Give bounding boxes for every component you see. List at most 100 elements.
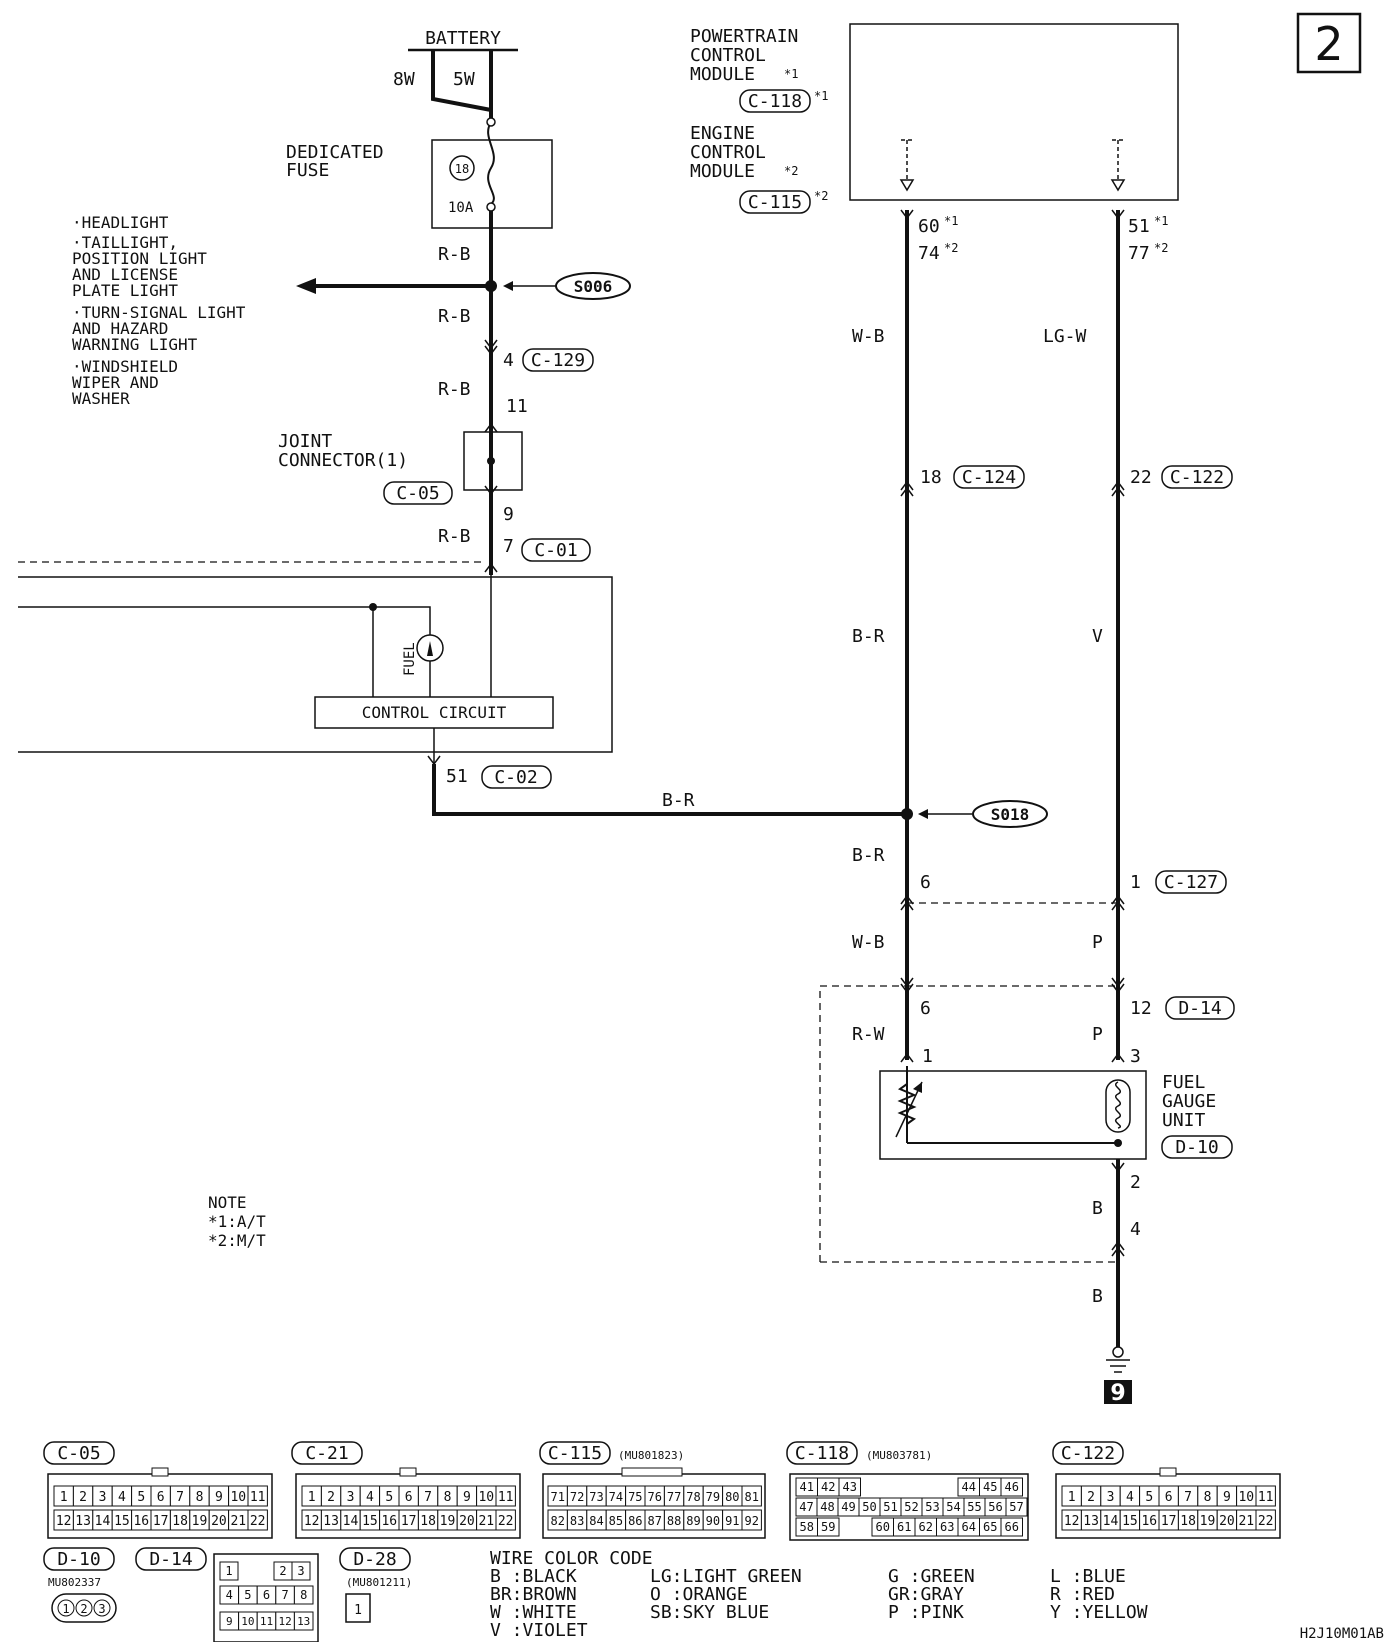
- ecm-conn-mark: *2: [814, 189, 828, 203]
- connector-view-c05-tag-label: C-05: [57, 1443, 100, 1464]
- connector-view-c115-pin-71: 71: [550, 1490, 564, 1504]
- connector-view-c118-pin-56: 56: [988, 1500, 1002, 1514]
- connector-c01-tag: C-01: [521, 538, 591, 562]
- connector-view-c122-pin-9: 9: [1223, 1490, 1231, 1505]
- connector-view-c118-pin-48: 48: [820, 1500, 834, 1514]
- connector-view-c05-pin-9: 9: [215, 1490, 223, 1505]
- wire-color-lgw: LG-W: [1043, 326, 1087, 347]
- wire-color-code: WIRE COLOR CODE B :BLACK BR:BROWN W :WHI…: [490, 1548, 1148, 1641]
- splice-s018-badge: S018: [972, 800, 1048, 828]
- pcm-label-3: MODULE: [690, 64, 755, 85]
- pin-arrow-icon: [1111, 209, 1125, 220]
- connector-view-c115-pin-84: 84: [589, 1514, 603, 1528]
- fuel-gauge-label: FUEL: [402, 642, 418, 676]
- wire-size-5w: 5W: [453, 69, 475, 90]
- splice-s018-dot: [901, 808, 913, 820]
- wire-color-rb-4: R-B: [438, 526, 471, 547]
- pin-arrow-icon: [1111, 1052, 1125, 1063]
- ground-point-badge: [1104, 1380, 1132, 1404]
- pin-22: 22: [1130, 467, 1152, 488]
- connector-view-c118-pin-64: 64: [962, 1520, 976, 1534]
- connector-view-c05-pin-21: 21: [230, 1514, 246, 1529]
- connector-c127-label: C-127: [1164, 872, 1218, 893]
- connector-c124-tag: C-124: [953, 465, 1025, 489]
- connector-view-c21-pin-17: 17: [401, 1514, 417, 1529]
- connector-c129-tag: C-129: [522, 348, 594, 372]
- connector-pin-icon: [1111, 894, 1125, 911]
- mark-1: *1: [944, 214, 958, 228]
- pin-arrow-icon: [484, 562, 498, 573]
- connector-pin-icon: [484, 339, 498, 356]
- connector-view-d14-pin-10: 10: [241, 1615, 254, 1628]
- connector-view-c21-pin-18: 18: [420, 1514, 436, 1529]
- connector-view-c122-pin-17: 17: [1161, 1514, 1177, 1529]
- pin-11: 11: [506, 396, 528, 417]
- connector-view-c122-pin-18: 18: [1180, 1514, 1196, 1529]
- wire-size-8w: 8W: [393, 69, 415, 90]
- connector-view-c05-pin-19: 19: [192, 1514, 208, 1529]
- connector-d10-tag: D-10: [1161, 1135, 1233, 1159]
- wcc-orange: O :ORANGE: [650, 1584, 748, 1605]
- wire-br-meter-to-s018: [432, 764, 908, 816]
- connector-view-c115-pin-83: 83: [570, 1514, 584, 1528]
- pcm-label-2: CONTROL: [690, 45, 766, 66]
- connector-view-d10-tag: [43, 1547, 115, 1571]
- connector-view-c05-pin-13: 13: [75, 1514, 91, 1529]
- connector-view-c05-pin-14: 14: [95, 1514, 111, 1529]
- wire-color-b-2: B: [1092, 1286, 1103, 1307]
- connector-view-c118-pin-59: 59: [821, 1520, 835, 1534]
- connector-view-c118-pin-cell: [1000, 1517, 1023, 1537]
- connector-view-c118-pin-66: 66: [1005, 1520, 1019, 1534]
- connector-view-d14-pin-2: 2: [279, 1564, 286, 1578]
- gauge-unit-label-3: UNIT: [1162, 1110, 1206, 1131]
- connector-view-c115-pin-74: 74: [609, 1490, 623, 1504]
- connector-view-c118-pin-53: 53: [925, 1500, 939, 1514]
- fuse-label-2: FUSE: [286, 160, 329, 181]
- connector-view-c115-pin-87: 87: [647, 1514, 661, 1528]
- joint-connector-node: [487, 457, 495, 465]
- wcc-pink: P :PINK: [888, 1602, 964, 1623]
- pcm-internal-terminal: [1112, 139, 1124, 180]
- connector-view-c05-pin-8: 8: [196, 1490, 204, 1505]
- connector-view-c122-pin-15: 15: [1122, 1514, 1138, 1529]
- mark-1b: *1: [1154, 214, 1168, 228]
- connector-view-d14-tag: [135, 1547, 207, 1571]
- pin-6a: 6: [920, 872, 931, 893]
- connector-view-d14-pin-6: 6: [263, 1588, 270, 1602]
- connector-view-c122-pin-cell: [1255, 1509, 1276, 1531]
- connector-view-d14-pin-cell: [293, 1585, 314, 1605]
- connector-view-c21-pin-4: 4: [366, 1490, 374, 1505]
- connector-view-c05-pin-7: 7: [176, 1490, 184, 1505]
- connector-view-c118-pin-54: 54: [946, 1500, 960, 1514]
- connector-view-d10-pin-cell: [75, 1599, 93, 1617]
- connector-view-c21-pin-7: 7: [424, 1490, 432, 1505]
- connector-c02-tag: C-02: [481, 765, 552, 789]
- connector-view-c05-pin-15: 15: [114, 1514, 130, 1529]
- connector-view-c118-pin-42: 42: [821, 1480, 835, 1494]
- connector-view-c122-pin-11: 11: [1258, 1490, 1274, 1505]
- note-title: NOTE: [208, 1193, 247, 1212]
- pcm-label-1: POWERTRAIN: [690, 26, 798, 47]
- connector-view-c115-pin-86: 86: [628, 1514, 642, 1528]
- connector-view-c21-pin-2: 2: [327, 1490, 335, 1505]
- wcc-sky-blue: SB:SKY BLUE: [650, 1602, 769, 1623]
- connector-view-c115-lock: [621, 1467, 683, 1477]
- connector-view-c05-pin-20: 20: [211, 1514, 227, 1529]
- load-headlight: ·HEADLIGHT: [72, 213, 169, 232]
- load-turn-signal: ·TURN-SIGNAL LIGHT: [72, 303, 246, 322]
- thermistor-coil-icon: [1115, 1081, 1121, 1129]
- connector-view-c118-pin-cell: [817, 1517, 840, 1537]
- pcm-mark: *1: [784, 67, 798, 81]
- pin-4: 4: [503, 350, 514, 371]
- fuse-number: 18: [455, 162, 469, 176]
- fuse-terminal-top: [486, 117, 496, 127]
- connector-view-c122-pin-21: 21: [1238, 1514, 1254, 1529]
- connector-view-c122-pin-4: 4: [1126, 1490, 1134, 1505]
- arrow-left-small-icon: [918, 809, 928, 819]
- connector-view-c118-pin-cell: [1000, 1477, 1023, 1497]
- connector-view-c21-pin-12: 12: [304, 1514, 320, 1529]
- connector-d10-label: D-10: [1175, 1137, 1218, 1158]
- connector-view-c122-lock: [1159, 1467, 1177, 1477]
